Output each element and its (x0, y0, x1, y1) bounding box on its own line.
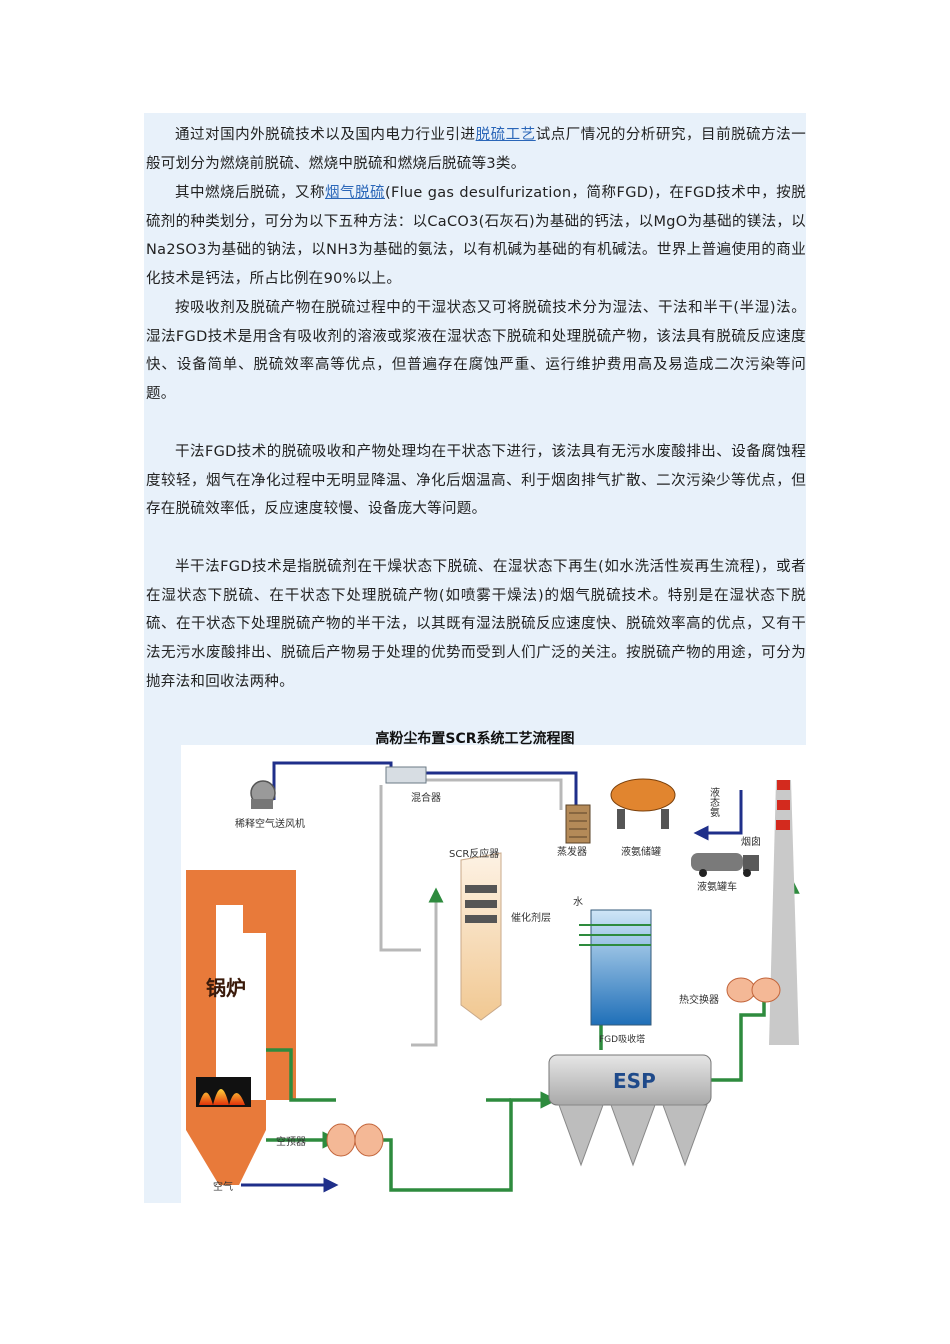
paragraph-1-text-b: 试点厂情况的分析研究，目前脱硫方法一般可划分为燃烧前脱硫、燃烧中脱硫和燃烧后脱硫… (146, 127, 807, 172)
fan-label: 稀释空气送风机 (235, 817, 305, 830)
paragraph-1-text-a: 通过对国内外脱硫技术以及国内电力行业引进 (175, 127, 476, 143)
air-lines (241, 761, 743, 1193)
water-label: 水 (573, 896, 583, 908)
ammonia-injection-lines (379, 778, 563, 1047)
paragraph-3: 按吸收剂及脱硫产物在脱硫过程中的干湿状态又可将脱硫技术分为湿法、干法和半干(半湿… (146, 300, 806, 403)
paragraph-4: 干法FGD技术的脱硫吸收和产物处理均在干状态下进行，该法具有无污水废酸排出、设备… (146, 444, 806, 518)
dilution-fan: 稀释空气送风机 (235, 780, 305, 830)
figure-title: 高粉尘布置SCR系统工艺流程图 (375, 731, 575, 747)
air-preheater: 空预器 (276, 1123, 384, 1157)
paragraph-2-text-a: 其中燃烧后脱硫，又称 (175, 185, 325, 201)
liquid-ammonia-label: 液态氨 (708, 786, 720, 818)
evaporator-label: 蒸发器 (557, 845, 587, 858)
air-label: 空气 (213, 1180, 233, 1193)
esp-label: ESP (613, 1069, 656, 1093)
scr-reactor-label: SCR反应器 (449, 847, 499, 860)
evaporator: 蒸发器 (557, 804, 591, 858)
esp: ESP (548, 1054, 712, 1167)
fgd-absorber: 水 FGD吸收塔 (573, 896, 652, 1045)
mixer: 混合器 (385, 766, 441, 804)
tank-truck-label: 液氨罐车 (697, 880, 737, 893)
ammonia-storage-tank: 液氨储罐 (610, 778, 676, 858)
paragraph-2-text-b: (Flue gas desulfurization，简称FGD)，在FGD技术中… (146, 185, 806, 288)
boiler-label: 锅炉 (206, 976, 246, 1000)
scr-process-diagram: 锅炉 稀释空气送风机 混合器 蒸发器 (181, 745, 813, 1203)
desulfurization-process-link[interactable]: 脱硫工艺 (475, 127, 536, 143)
boiler: 锅炉 (186, 870, 296, 1185)
flue-gas-desulfurization-link[interactable]: 烟气脱硫 (325, 185, 385, 201)
paragraph-1: 通过对国内外脱硫技术以及国内电力行业引进脱硫工艺试点厂情况的分析研究，目前脱硫方… (146, 121, 806, 178)
catalyst-layer-label: 催化剂层 (511, 911, 551, 924)
air-preheater-label: 空预器 (276, 1135, 306, 1148)
chimney-label: 烟囱 (741, 835, 761, 848)
ammonia-tank-label: 液氨储罐 (621, 845, 661, 858)
heat-exchanger: 热交换器 (679, 977, 781, 1006)
ammonia-tank-truck: 液氨罐车 (691, 853, 759, 893)
heat-exchanger-label: 热交换器 (679, 993, 719, 1006)
scr-reactor: SCR反应器 催化剂层 (449, 847, 551, 1021)
chimney: 烟囱 (741, 780, 799, 1045)
fgd-label: FGD吸收塔 (599, 1033, 645, 1045)
mixer-label: 混合器 (411, 791, 441, 804)
paragraph-2: 其中燃烧后脱硫，又称烟气脱硫(Flue gas desulfurization，… (146, 179, 806, 294)
paragraph-5: 半干法FGD技术是指脱硫剂在干燥状态下脱硫、在湿状态下再生(如水洗活性炭再生流程… (146, 559, 806, 690)
